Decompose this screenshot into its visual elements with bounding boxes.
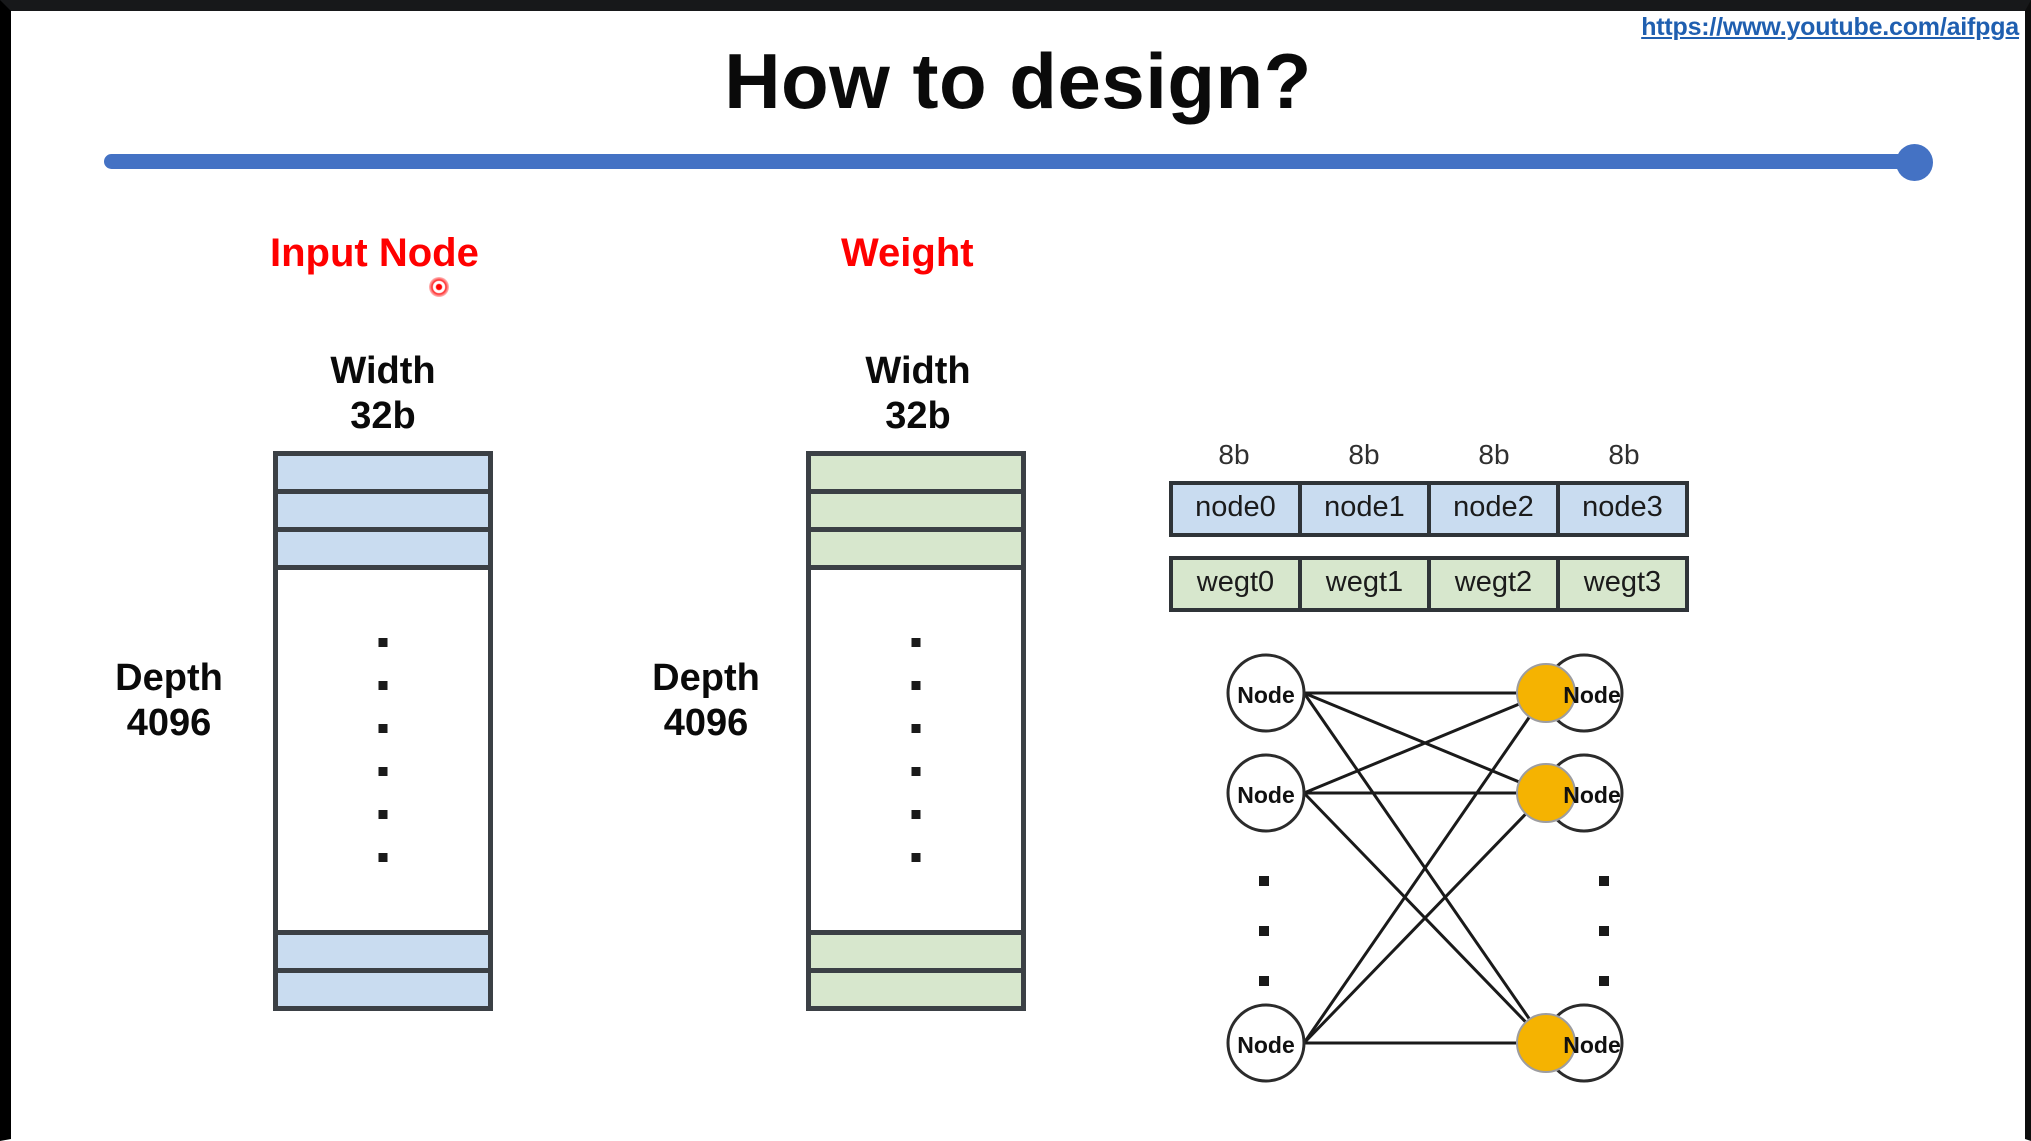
- width-label-text: Width: [865, 350, 971, 392]
- memory-row: [278, 930, 488, 968]
- packing-cell: node2: [1431, 485, 1560, 533]
- page-title: How to design?: [724, 37, 1312, 125]
- memory-row: [811, 494, 1021, 532]
- packing-cell: node3: [1560, 485, 1685, 533]
- youtube-channel-link[interactable]: https://www.youtube.com/aifpga: [1641, 13, 2019, 41]
- network-node-label: Node: [1563, 682, 1621, 708]
- network-node-highlight-marker: [1516, 763, 1576, 823]
- network-node-label: Node: [1563, 782, 1621, 808]
- packing-cell: wegt3: [1560, 560, 1685, 608]
- network-node-circle: [1226, 1003, 1306, 1083]
- packing-table-nodes: node0 node1 node2 node3: [1169, 481, 1689, 537]
- bit-width-label: 8b: [1608, 439, 1640, 470]
- memory-row: [278, 532, 488, 570]
- bit-width-label: 8b: [1218, 439, 1250, 470]
- bit-width-label: 8b: [1478, 439, 1510, 470]
- network-node-circle: [1226, 653, 1306, 733]
- memory-row: [278, 456, 488, 494]
- memory-row: [811, 456, 1021, 494]
- memory-row: [811, 930, 1021, 968]
- width-label-weight: Width 32b: [788, 349, 1048, 439]
- vertical-ellipsis-icon: [378, 621, 388, 879]
- depth-label-text: Depth: [115, 657, 223, 699]
- title-divider-bar: [104, 154, 1914, 169]
- width-label-input-node: Width 32b: [253, 349, 513, 439]
- network-right-ellipsis-icon: [1599, 856, 1609, 1006]
- title-divider-knob: [1896, 144, 1933, 181]
- width-value-text: 32b: [885, 394, 951, 437]
- packing-cell: wegt1: [1302, 560, 1431, 608]
- memory-row: [278, 968, 488, 1006]
- packing-table-weights: wegt0 wegt1 wegt2 wegt3: [1169, 556, 1689, 612]
- width-label-text: Width: [330, 350, 436, 392]
- network-node-highlight-marker: [1516, 663, 1576, 723]
- network-left-nodes: Node Node Node: [1226, 653, 1306, 1083]
- caption-weight: Weight: [841, 231, 974, 275]
- depth-value-text: 4096: [126, 701, 212, 744]
- packing-cell: node1: [1302, 485, 1431, 533]
- neural-network-diagram: Node Node Node Node Node Node: [1206, 631, 1706, 1131]
- network-right-nodes: Node Node Node: [1516, 653, 1624, 1083]
- network-node-label: Node: [1237, 682, 1295, 708]
- network-node-label: Node: [1237, 782, 1295, 808]
- memory-block-input-node: [273, 451, 493, 1011]
- memory-row: [811, 532, 1021, 570]
- packing-cell: wegt2: [1431, 560, 1560, 608]
- memory-gap: [811, 570, 1021, 930]
- network-node-label: Node: [1563, 1032, 1621, 1058]
- depth-value-text: 4096: [663, 701, 749, 744]
- laser-pointer-dot: [429, 277, 449, 297]
- bit-width-label: 8b: [1348, 439, 1380, 470]
- memory-gap: [278, 570, 488, 930]
- memory-block-weight: [806, 451, 1026, 1011]
- network-node-label: Node: [1237, 1032, 1295, 1058]
- vertical-ellipsis-icon: [911, 621, 921, 879]
- memory-row: [811, 968, 1021, 1006]
- network-left-ellipsis-icon: [1259, 856, 1269, 1006]
- network-node-highlight-marker: [1516, 1013, 1576, 1073]
- packing-cell: node0: [1173, 485, 1302, 533]
- depth-label-text: Depth: [652, 657, 760, 699]
- width-value-text: 32b: [350, 394, 416, 437]
- depth-label-weight: Depth 4096: [601, 656, 811, 746]
- network-node-circle: [1226, 753, 1306, 833]
- memory-row: [278, 494, 488, 532]
- bit-width-header-row: 8b 8b 8b 8b: [1169, 439, 1689, 471]
- caption-input-node: Input Node: [270, 231, 479, 275]
- packing-cell: wegt0: [1173, 560, 1302, 608]
- depth-label-input-node: Depth 4096: [64, 656, 274, 746]
- network-edges: [1302, 691, 1548, 1045]
